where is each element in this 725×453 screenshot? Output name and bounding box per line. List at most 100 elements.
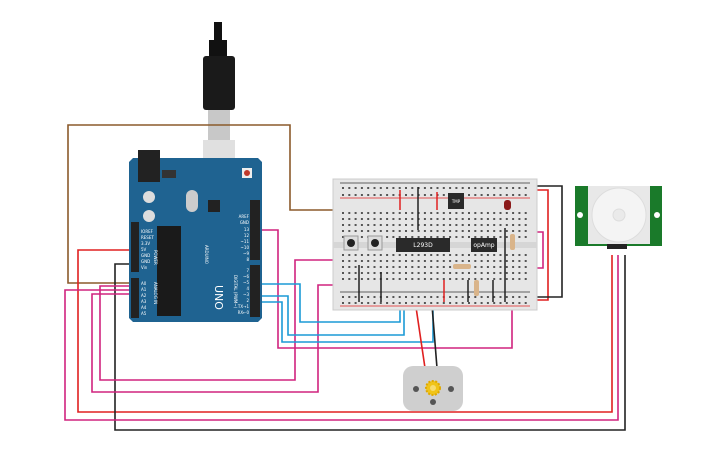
breadboard-hole [512, 296, 515, 298]
breadboard-hole [493, 254, 496, 256]
breadboard-hole [373, 302, 376, 304]
breadboard-hole [417, 302, 420, 304]
wire-pink-pir-out[interactable] [64, 255, 619, 421]
breadboard-hole [436, 236, 439, 238]
breadboard-hole [461, 296, 464, 298]
breadboard-hole [386, 212, 389, 214]
breadboard-hole [373, 254, 376, 256]
wire-pink-a2[interactable] [91, 284, 345, 393]
breadboard-hole [436, 212, 439, 214]
breadboard-hole [436, 260, 439, 262]
pin-label: 13 [244, 227, 250, 232]
breadboard-hole [405, 302, 407, 304]
breadboard-hole [392, 272, 395, 274]
breadboard-hole [512, 302, 515, 304]
breadboard-hole [449, 266, 452, 268]
wire-black-rail[interactable] [525, 185, 563, 298]
breadboard-hole [480, 230, 483, 232]
breadboard-hole [342, 236, 344, 238]
wire-pink-13[interactable] [262, 229, 513, 349]
breadboard-hole [474, 254, 477, 256]
breadboard-hole [505, 212, 508, 214]
breadboard-hole [423, 296, 426, 298]
breadboard-hole [342, 296, 344, 298]
resistor-1[interactable] [453, 264, 471, 269]
breadboard-hole [512, 266, 515, 268]
breadboard-hole [449, 272, 452, 274]
breadboard-hole [499, 302, 502, 304]
breadboard-hole [518, 272, 521, 274]
breadboard-hole [442, 218, 445, 220]
breadboard-hole [379, 302, 382, 304]
pin-label: A5 [141, 311, 147, 316]
breadboard-hole [386, 187, 389, 189]
power-jack [138, 150, 160, 182]
breadboard-hole [373, 230, 376, 232]
breadboard-hole [518, 212, 521, 214]
arduino-uno[interactable]: ARDUINO UNO DIGITAL (PWM~) POWER ANALOG … [129, 150, 262, 322]
breadboard-hole [518, 266, 521, 268]
wire-black-gnd-pir[interactable] [114, 255, 626, 431]
pin-label: GND [141, 253, 150, 258]
breadboard-hole [442, 272, 445, 274]
breadboard-hole [379, 266, 382, 268]
breadboard-hole [430, 236, 433, 238]
pin-label: 3.3V [141, 241, 150, 246]
wire-blue-3[interactable] [262, 282, 405, 336]
breadboard-hole [379, 260, 382, 262]
breadboard-hole [474, 194, 477, 196]
l293d-chip[interactable] [396, 238, 450, 252]
breadboard-hole [449, 260, 452, 262]
breadboard-hole [417, 260, 420, 262]
breadboard-hole [505, 278, 508, 280]
resistor-3[interactable] [510, 234, 515, 250]
dc-motor[interactable] [403, 366, 463, 411]
resistor-2[interactable] [474, 280, 479, 296]
breadboard-hole [367, 272, 370, 274]
breadboard-hole [392, 236, 395, 238]
breadboard-hole [518, 236, 521, 238]
pin-label: RESET [141, 235, 154, 240]
wire-red-5v-pir[interactable] [77, 249, 613, 413]
breadboard-hole [373, 224, 376, 226]
wire-pink-a1[interactable] [99, 259, 375, 381]
breadboard-hole [480, 302, 483, 304]
breadboard-hole [524, 266, 527, 268]
breadboard-hole [342, 266, 344, 268]
breadboard-hole [367, 212, 370, 214]
breadboard-hole [360, 266, 363, 268]
breadboard-hole [367, 296, 370, 298]
pin-label: 7 [246, 268, 249, 273]
breadboard-hole [486, 302, 489, 304]
breadboard-hole [411, 296, 414, 298]
breadboard-hole [386, 224, 389, 226]
breadboard-hole [348, 296, 351, 298]
breadboard-hole [398, 278, 401, 280]
breadboard-hole [373, 194, 376, 196]
breadboard-hole [455, 302, 458, 304]
breadboard-hole [386, 254, 389, 256]
breadboard-hole [360, 296, 363, 298]
pir-motion-sensor[interactable] [575, 186, 662, 249]
breadboard-hole [405, 272, 407, 274]
breadboard-hole [468, 218, 470, 220]
pin-label: ~10 [241, 245, 250, 250]
breadboard-hole [360, 254, 363, 256]
breadboard-hole [342, 278, 344, 280]
temperature-sensor[interactable] [448, 193, 464, 209]
breadboard[interactable]: L293D opAmp TMP [332, 178, 538, 311]
red-led[interactable] [504, 200, 511, 210]
breadboard-hole [342, 230, 344, 232]
breadboard-hole [442, 224, 445, 226]
breadboard-hole [474, 296, 477, 298]
opamp-chip[interactable] [471, 238, 497, 252]
breadboard-hole [405, 254, 407, 256]
wire-brown[interactable] [67, 124, 375, 284]
breadboard-hole [480, 212, 483, 214]
breadboard-hole [423, 254, 426, 256]
breadboard-hole [499, 187, 502, 189]
breadboard-hole [392, 296, 395, 298]
breadboard-hole [524, 272, 527, 274]
breadboard-hole [455, 296, 458, 298]
breadboard-hole [455, 254, 458, 256]
